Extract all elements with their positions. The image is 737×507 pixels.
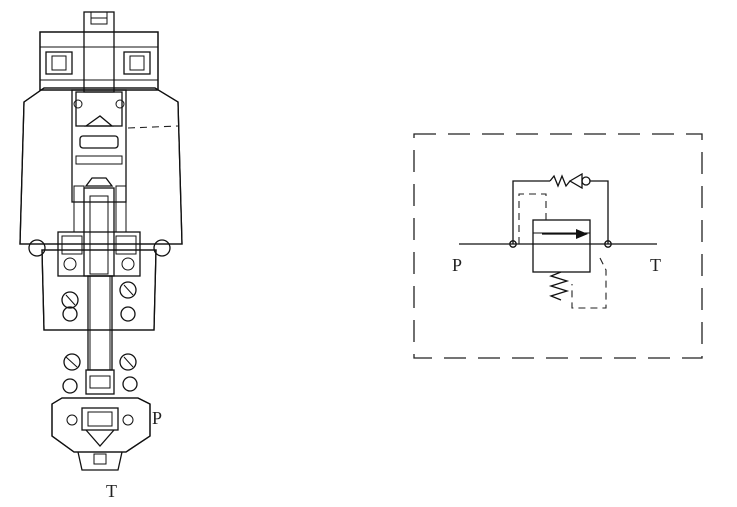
valve-body: [19, 87, 183, 245]
hydraulic-symbol: P T: [413, 133, 703, 359]
port-t-label: T: [106, 481, 117, 501]
top-nut: [39, 31, 159, 91]
cartridge-section-view: P T: [19, 11, 183, 501]
pilot-line-drain: [571, 257, 607, 309]
valve-square: [532, 219, 591, 273]
seal-ring-right: [153, 239, 171, 257]
port-p-label: P: [152, 408, 162, 428]
seal-ring-left: [28, 239, 46, 257]
seat-nose: [51, 397, 151, 471]
pilot-line-p: [518, 193, 547, 244]
symbol-p-label: P: [452, 255, 462, 275]
return-spring: [548, 271, 570, 301]
lower-sleeve: [41, 187, 157, 331]
symbol-t-label: T: [650, 255, 661, 275]
lower-port-balls: [62, 353, 138, 395]
bypass-check-line: [512, 172, 609, 244]
poppet-shaft: [87, 275, 113, 371]
valve-enclosure: [413, 133, 703, 359]
